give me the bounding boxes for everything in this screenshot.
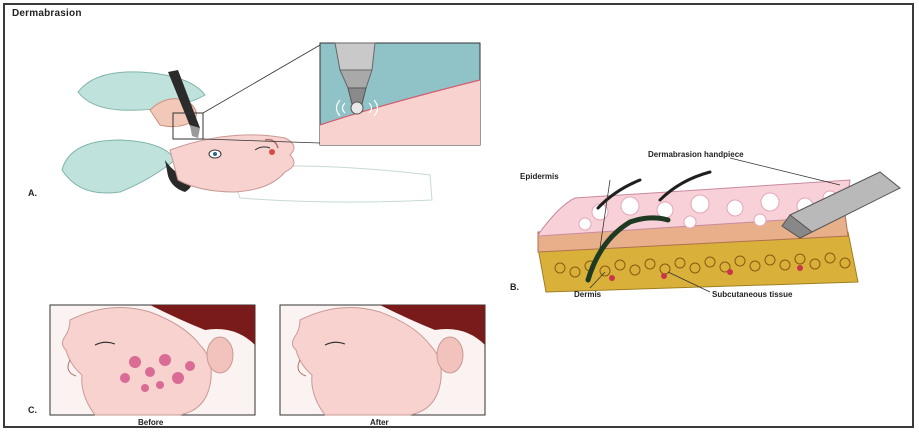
- panel-b-cross-section: [538, 158, 900, 292]
- panel-a-illustration: [62, 43, 480, 202]
- inset-burr: [351, 102, 363, 114]
- panel-b-letter: B.: [510, 282, 519, 292]
- panel-c-letter: C.: [28, 405, 37, 415]
- label-before: Before: [138, 418, 163, 427]
- label-after: After: [370, 418, 389, 427]
- panel-a-letter: A.: [28, 188, 37, 198]
- label-dermis: Dermis: [574, 290, 601, 299]
- panel-c-after: [280, 305, 485, 415]
- patient-cap: [62, 140, 175, 193]
- after-ear: [437, 337, 463, 373]
- label-epidermis: Epidermis: [520, 172, 559, 181]
- panel-c-before: [50, 305, 255, 415]
- label-handpiece: Dermabrasion handpiece: [648, 150, 744, 159]
- inset-handpiece: [335, 43, 375, 70]
- before-ear: [207, 337, 233, 373]
- label-subcutaneous: Subcutaneous tissue: [712, 290, 792, 299]
